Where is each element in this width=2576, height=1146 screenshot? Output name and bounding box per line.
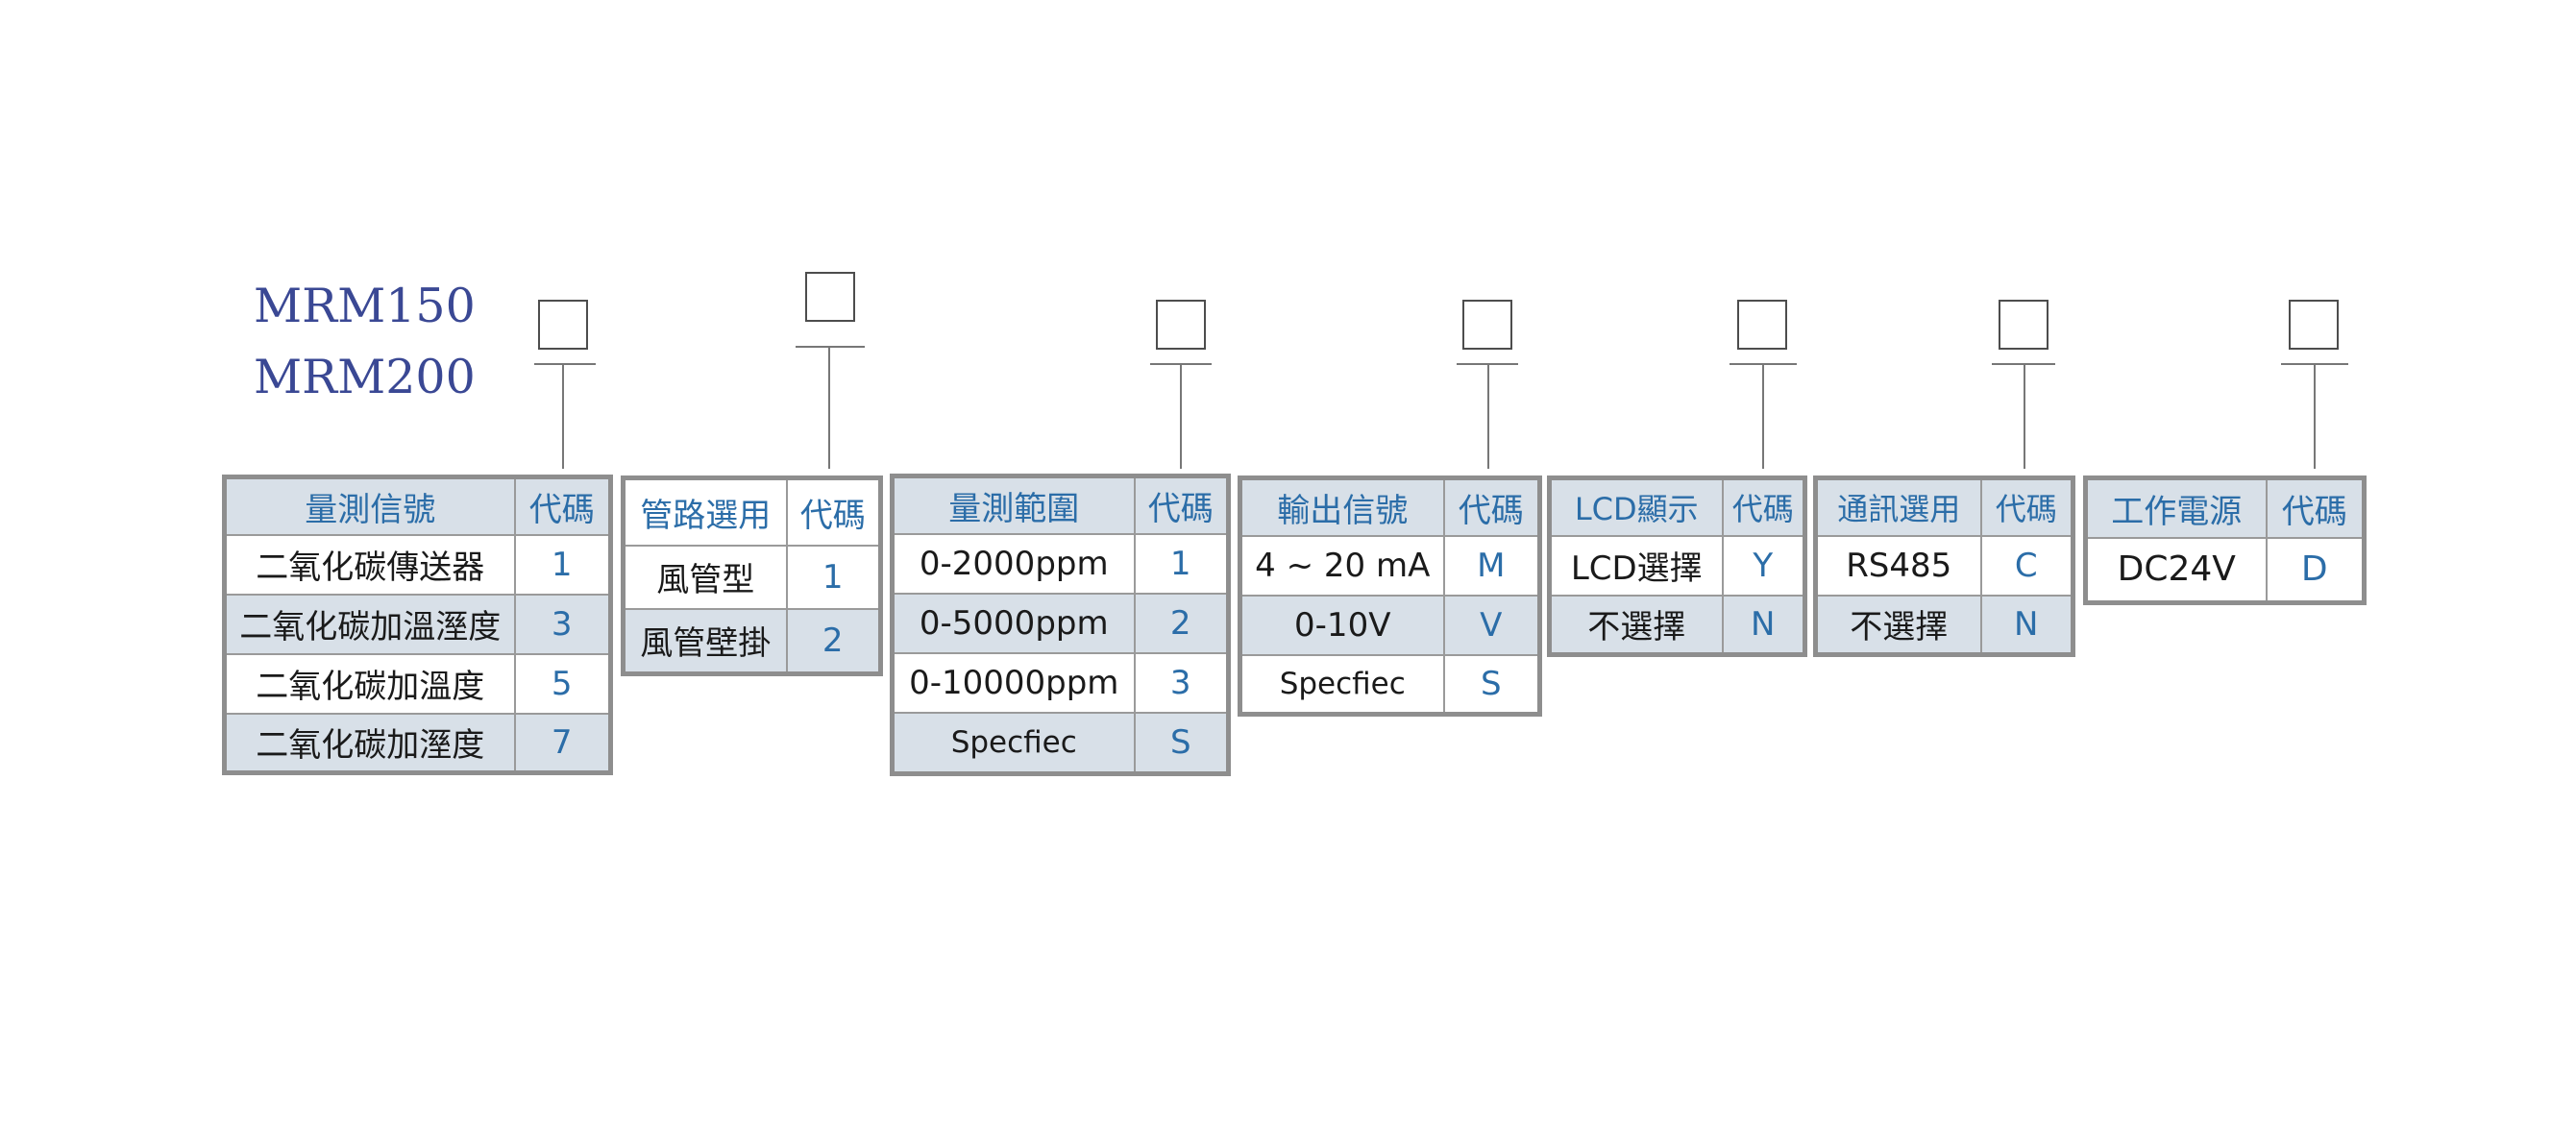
option-name: 二氧化碳傳送器 — [223, 533, 516, 596]
option-name: 二氧化碳加溼度 — [223, 712, 516, 774]
option-code: 3 — [1133, 651, 1230, 714]
option-code: D — [2265, 536, 2366, 604]
code-box-range — [1156, 300, 1206, 350]
connector-bar — [534, 363, 596, 365]
option-code: Y — [1721, 534, 1806, 597]
option-code: 2 — [1133, 592, 1230, 654]
option-name: 不選擇 — [1548, 594, 1724, 656]
option-name: 0-2000ppm — [891, 532, 1136, 595]
code-header: 代碼 — [1133, 475, 1230, 535]
table-title: 工作電源 — [2084, 476, 2268, 539]
model-name-2: MRM200 — [254, 350, 476, 404]
connector-line — [1180, 363, 1182, 469]
option-name: RS485 — [1814, 534, 1982, 597]
option-code: S — [1442, 653, 1541, 716]
option-code: 3 — [513, 593, 612, 655]
table-title: 管路選用 — [622, 476, 788, 547]
connector-line — [2314, 363, 2316, 469]
option-name: 0-10V — [1239, 594, 1445, 656]
option-code: 7 — [513, 712, 612, 774]
option-name: 不選擇 — [1814, 594, 1982, 656]
table-measure-signal: 量測信號 代碼 二氧化碳傳送器 1 二氧化碳加溫溼度 3 二氧化碳加溫度 5 二… — [222, 475, 613, 775]
connector-line — [1487, 363, 1489, 469]
code-box-pipe — [805, 272, 855, 322]
table-measure-range: 量測範圍 代碼 0-2000ppm 1 0-5000ppm 2 0-10000p… — [890, 474, 1231, 776]
code-box-power — [2289, 300, 2339, 350]
table-title: 通訊選用 — [1814, 476, 1982, 537]
connector-line — [1762, 363, 1764, 469]
code-box-signal — [538, 300, 588, 350]
option-name: Specfiec — [1239, 653, 1445, 716]
table-title: 量測信號 — [223, 475, 516, 536]
table-pipe-option: 管路選用 代碼 風管型 1 風管壁掛 2 — [621, 475, 883, 676]
code-box-comm — [1999, 300, 2049, 350]
connector-line — [562, 363, 564, 469]
code-header: 代碼 — [2265, 476, 2366, 539]
option-code: N — [1721, 594, 1806, 656]
option-name: 0-5000ppm — [891, 592, 1136, 654]
option-code: 2 — [785, 607, 882, 675]
table-output-signal: 輸出信號 代碼 4 ~ 20 mA M 0-10V V Specfiec S — [1238, 475, 1542, 717]
option-name: 4 ~ 20 mA — [1239, 534, 1445, 597]
option-name: 二氧化碳加溫度 — [223, 652, 516, 715]
option-code: M — [1442, 534, 1541, 597]
option-code: 5 — [513, 652, 612, 715]
option-name: 二氧化碳加溫溼度 — [223, 593, 516, 655]
code-header: 代碼 — [1721, 476, 1806, 537]
table-title: LCD顯示 — [1548, 476, 1724, 537]
code-header: 代碼 — [785, 476, 882, 547]
option-code: S — [1133, 711, 1230, 775]
model-name-1: MRM150 — [254, 279, 476, 333]
table-power-supply: 工作電源 代碼 DC24V D — [2083, 475, 2367, 605]
code-header: 代碼 — [513, 475, 612, 536]
code-box-output — [1462, 300, 1512, 350]
option-name: 風管型 — [622, 544, 788, 610]
model-names: MRM150 MRM200 — [254, 271, 476, 413]
option-code: 1 — [513, 533, 612, 596]
table-comm-option: 通訊選用 代碼 RS485 C 不選擇 N — [1813, 475, 2075, 657]
option-name: LCD選擇 — [1548, 534, 1724, 597]
option-code: C — [1979, 534, 2074, 597]
code-box-lcd — [1737, 300, 1787, 350]
code-header: 代碼 — [1979, 476, 2074, 537]
option-code: V — [1442, 594, 1541, 656]
connector-line — [828, 346, 830, 469]
option-name: 0-10000ppm — [891, 651, 1136, 714]
code-header: 代碼 — [1442, 476, 1541, 537]
option-code: 1 — [1133, 532, 1230, 595]
option-name: Specfiec — [891, 711, 1136, 775]
option-code: 1 — [785, 544, 882, 610]
connector-bar — [796, 346, 865, 348]
connector-line — [2024, 363, 2025, 469]
table-lcd-display: LCD顯示 代碼 LCD選擇 Y 不選擇 N — [1547, 475, 1807, 657]
table-title: 輸出信號 — [1239, 476, 1445, 537]
option-name: DC24V — [2084, 536, 2268, 604]
table-title: 量測範圍 — [891, 475, 1136, 535]
option-name: 風管壁掛 — [622, 607, 788, 675]
option-code: N — [1979, 594, 2074, 656]
